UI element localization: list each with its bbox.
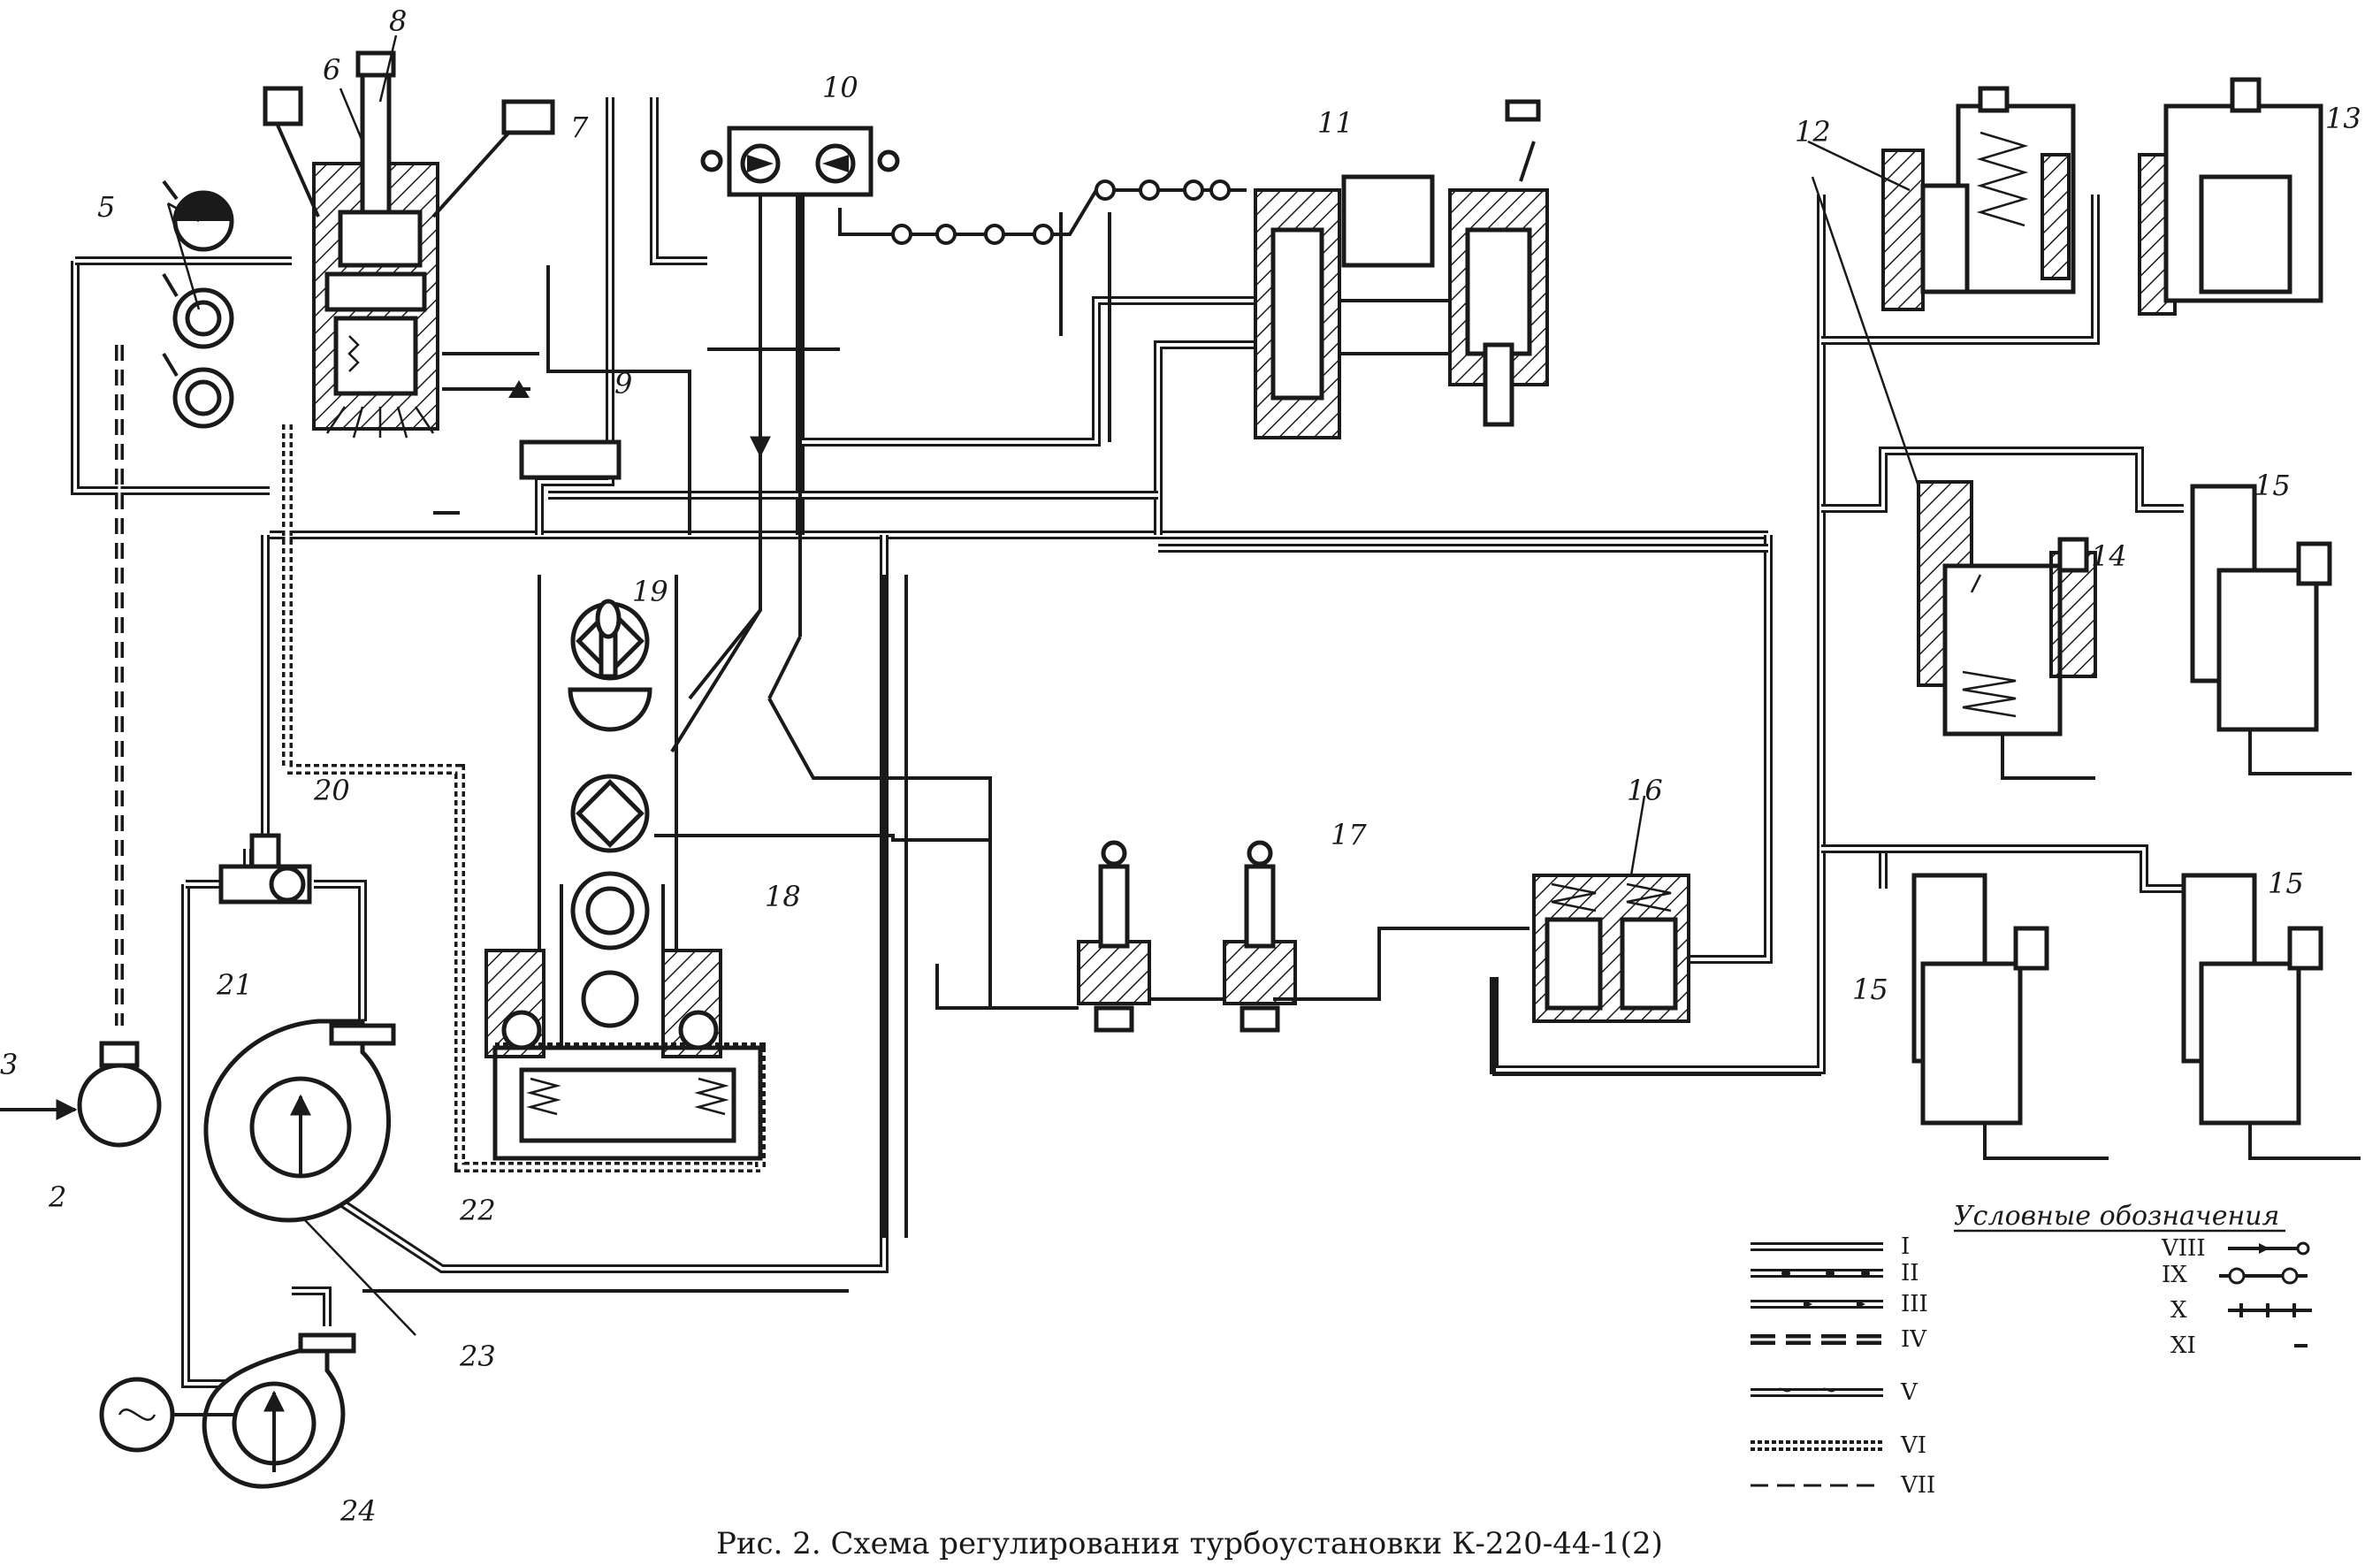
label-23: 23 (459, 1340, 496, 1373)
component-labels: 2 3 5 6 7 8 9 10 11 12 13 14 15 15 15 16… (0, 4, 2361, 1528)
label-16: 16 (1627, 774, 1663, 807)
label-11: 11 (1317, 106, 1354, 140)
legend-item-VIII: VIII (2161, 1235, 2206, 1262)
label-7: 7 (570, 111, 589, 144)
legend-item-VI: VI (1900, 1432, 1926, 1459)
label-6: 6 (323, 53, 340, 87)
legend-title: Условные обозначения (1954, 1201, 2279, 1232)
component-19-gauge (568, 599, 652, 732)
legend-item-V: V (1900, 1379, 1918, 1406)
leader-lines (166, 34, 1982, 1336)
component-15-lower-right (2181, 873, 2361, 1160)
label-5: 5 (97, 190, 115, 224)
label-20: 20 (313, 774, 350, 807)
label-2: 2 (48, 1180, 66, 1214)
component-20-valve (218, 833, 312, 905)
label-17: 17 (1331, 818, 1367, 851)
label-14: 14 (2091, 539, 2127, 573)
component-6-8-governor (263, 50, 555, 439)
legend-item-IX: IX (2162, 1262, 2187, 1288)
label-19: 19 (632, 575, 668, 608)
label-15-lower-left: 15 (1852, 973, 1888, 1006)
label-22: 22 (459, 1194, 496, 1227)
label-24: 24 (339, 1494, 377, 1528)
component-17-valves (1077, 840, 1297, 1033)
legend-item-III: III (1901, 1291, 1928, 1317)
label-10: 10 (822, 71, 858, 104)
label-9: 9 (614, 367, 632, 401)
component-13-block (2138, 77, 2323, 316)
component-5-valves (162, 179, 234, 429)
label-3: 3 (0, 1048, 18, 1081)
legend-item-X: X (2170, 1297, 2187, 1324)
component-24-pump (99, 1332, 356, 1489)
component-21-pump (203, 1019, 396, 1223)
legend-item-IV: IV (1901, 1326, 1927, 1353)
component-11-servomotor (1254, 99, 1549, 439)
figure-caption: Рис. 2. Схема регулирования турбоустанов… (716, 1526, 1663, 1561)
component-2-pump (0, 1041, 162, 1148)
component-12-block (1881, 86, 2076, 311)
label-8: 8 (389, 4, 407, 38)
label-15-lower-right: 15 (2268, 866, 2304, 900)
legend-item-XI: XI (2170, 1332, 2196, 1359)
legend-item-VII: VII (1900, 1472, 1935, 1499)
legend: Условные обозначения I II III IV V VI VI… (1751, 1201, 2312, 1499)
label-15-upper: 15 (2254, 469, 2291, 502)
linkage-chain (838, 179, 1247, 245)
label-21: 21 (216, 968, 253, 1002)
legend-item-I: I (1901, 1233, 1910, 1260)
component-18-block (484, 575, 763, 1161)
component-16-block (1492, 874, 1821, 1076)
label-18: 18 (765, 880, 801, 913)
component-14-block (1917, 480, 2097, 780)
component-10-valve-block (700, 126, 900, 197)
legend-item-II: II (1901, 1260, 1919, 1286)
component-15-upper (2190, 484, 2352, 775)
label-12: 12 (1795, 115, 1831, 149)
component-9-tank (508, 380, 622, 480)
component-15-lower-left (1911, 873, 2109, 1160)
label-13: 13 (2325, 102, 2361, 135)
